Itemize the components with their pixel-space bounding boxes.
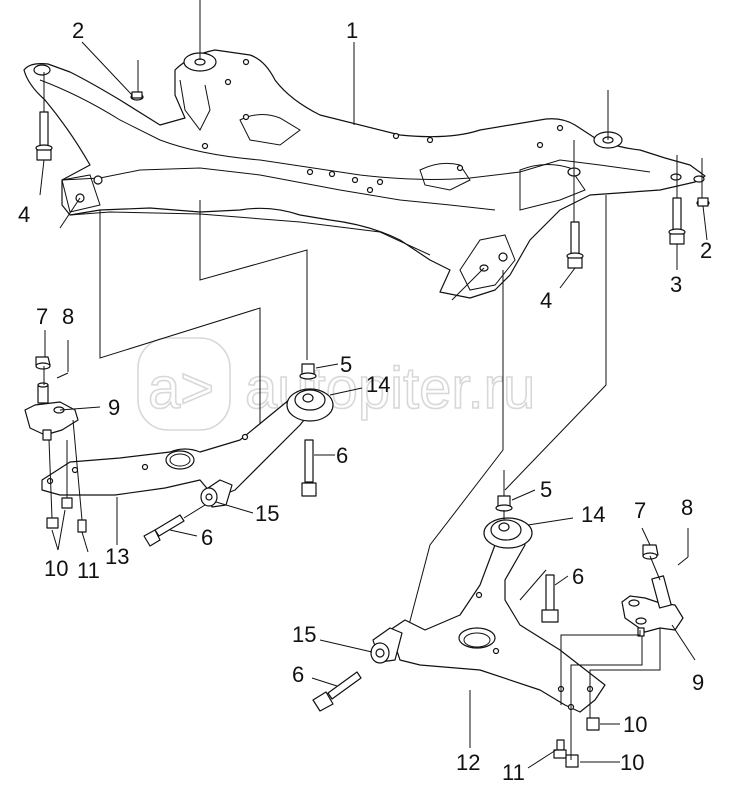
callout-11-left: 11 bbox=[77, 558, 100, 583]
callout-6-horizontal-left: 6 bbox=[201, 525, 213, 550]
nut-2-left bbox=[130, 91, 144, 101]
callout-12: 12 bbox=[456, 750, 480, 775]
nut-5-right bbox=[495, 495, 513, 512]
bolt-6-horizontal-right bbox=[312, 671, 362, 712]
callout-11-right: 11 bbox=[502, 760, 525, 785]
bolt-6-horizontal-left bbox=[143, 514, 185, 547]
callout-9-left: 9 bbox=[108, 395, 120, 420]
callout-6-vertical-left: 6 bbox=[336, 443, 348, 468]
callout-6-horizontal-right: 6 bbox=[292, 662, 304, 687]
lower-arm-left bbox=[41, 394, 321, 499]
left-assembly-lines bbox=[43, 366, 206, 521]
nut-10-left-a bbox=[46, 517, 59, 529]
cotter-pin-8-left bbox=[56, 372, 69, 379]
callout-13: 13 bbox=[105, 544, 129, 569]
callout-2-right: 2 bbox=[700, 238, 712, 263]
watermark-logo-frame bbox=[137, 337, 231, 431]
bolt-11-right bbox=[553, 739, 567, 759]
callout-7-right: 7 bbox=[634, 498, 646, 523]
callout-15-left: 15 bbox=[255, 501, 279, 526]
lower-arm-right bbox=[389, 527, 606, 713]
bolt-6-vertical-right bbox=[541, 574, 559, 623]
cotter-pin-8-right bbox=[677, 556, 689, 566]
bolt-4-left bbox=[35, 111, 53, 161]
castle-nut-7-left bbox=[35, 356, 51, 370]
right-assembly-lines bbox=[503, 470, 661, 760]
bolt-4-right bbox=[566, 221, 584, 269]
bolt-6-vertical-left bbox=[301, 439, 317, 497]
bushing-14-right bbox=[483, 517, 533, 549]
nut-10-left-b bbox=[61, 497, 73, 509]
bushing-14-left bbox=[286, 388, 334, 422]
bolt-3 bbox=[668, 197, 686, 245]
callout-8-right: 8 bbox=[681, 495, 693, 520]
bushing-15-right bbox=[370, 627, 403, 664]
assembly-axis-lines bbox=[43, 0, 703, 641]
callout-15-right: 15 bbox=[292, 622, 316, 647]
callout-10-left: 10 bbox=[44, 556, 68, 581]
callout-labels: 1 2 2 3 4 4 5 5 6 6 6 6 7 7 8 8 9 9 10 1… bbox=[18, 18, 712, 785]
watermark-logo-glyph: a> bbox=[148, 356, 214, 421]
callout-14-right: 14 bbox=[581, 502, 605, 527]
nut-2-right bbox=[696, 197, 710, 207]
nut-10-right-b bbox=[565, 754, 579, 768]
callout-4-right: 4 bbox=[540, 288, 552, 313]
watermark: a> autopiter.ru bbox=[137, 337, 536, 431]
bushing-15-left bbox=[200, 479, 233, 508]
ball-joint-9-left bbox=[24, 382, 79, 441]
callout-7-left: 7 bbox=[36, 304, 48, 329]
callout-1: 1 bbox=[346, 18, 358, 43]
leader-lines bbox=[39, 41, 708, 769]
callout-2-left: 2 bbox=[72, 18, 84, 43]
ball-joint-9-right bbox=[621, 575, 684, 637]
callout-5-left: 5 bbox=[340, 352, 352, 377]
callout-10-right-b: 10 bbox=[620, 750, 644, 775]
bolt-11-left bbox=[77, 519, 87, 533]
castle-nut-7-right bbox=[642, 544, 659, 560]
callout-5-right: 5 bbox=[540, 477, 552, 502]
callout-4-left: 4 bbox=[18, 202, 30, 227]
subframe bbox=[23, 49, 706, 299]
callout-10-right-a: 10 bbox=[623, 712, 647, 737]
callout-14-left: 14 bbox=[366, 372, 390, 397]
callout-6-vertical-right: 6 bbox=[572, 564, 584, 589]
callout-9-right: 9 bbox=[692, 670, 704, 695]
callout-3: 3 bbox=[670, 272, 682, 297]
nut-10-right-a bbox=[586, 717, 600, 731]
nut-5-left bbox=[299, 363, 317, 380]
callout-8-left: 8 bbox=[62, 304, 74, 329]
